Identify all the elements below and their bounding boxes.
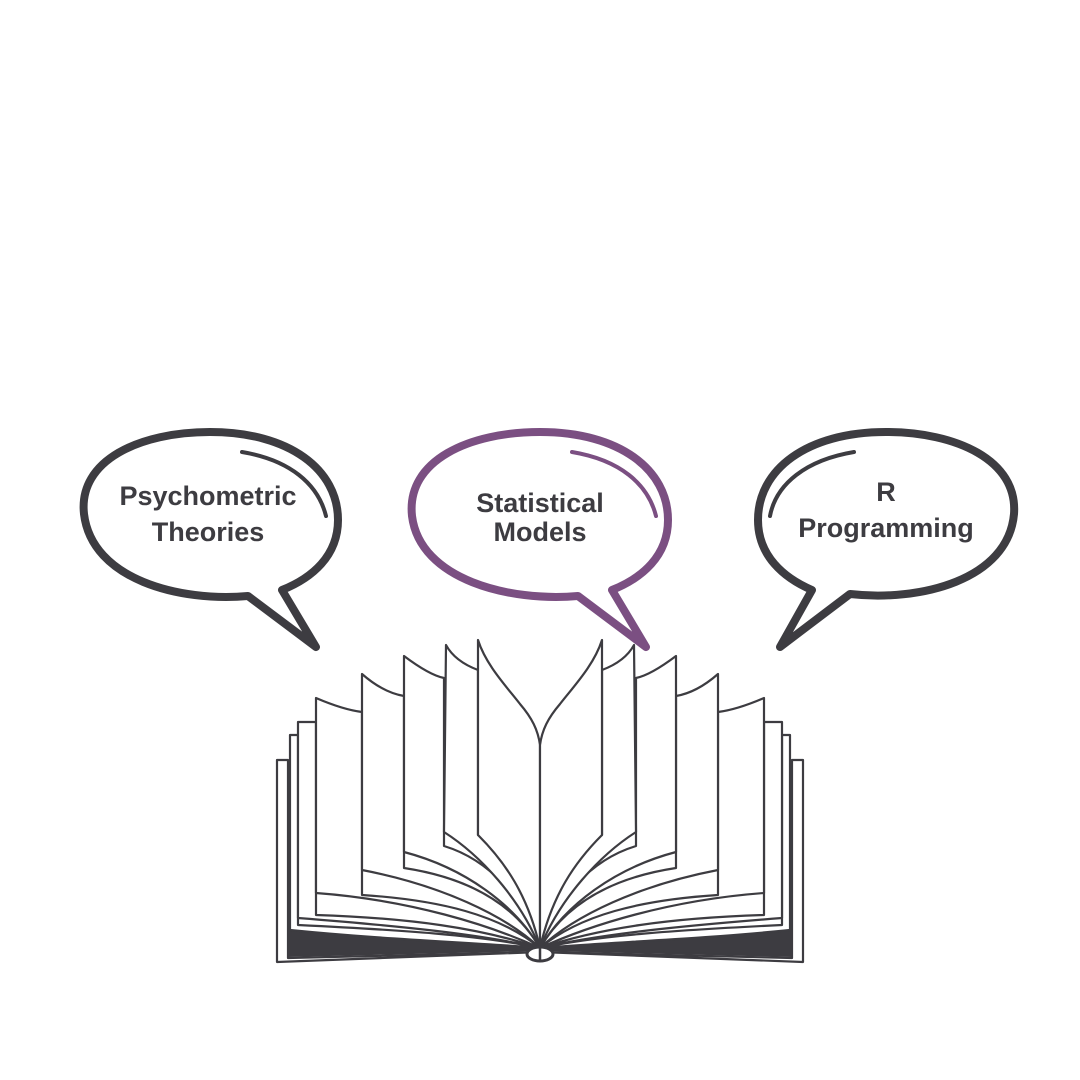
book-cover-left bbox=[275, 758, 542, 964]
bubble-shine-icon bbox=[240, 450, 328, 518]
book-page-left-7 bbox=[476, 638, 542, 950]
speech-bubble-outline-icon bbox=[407, 428, 672, 651]
bubble-label-line-1: R bbox=[876, 477, 896, 507]
speech-bubble-statistical-models: Statistical Models bbox=[407, 428, 672, 651]
speech-bubble-outline-icon bbox=[79, 428, 342, 651]
bubble-label-line-2: Theories bbox=[152, 517, 265, 547]
bubble-label-line-2: Models bbox=[493, 517, 586, 547]
book-page-left-3 bbox=[314, 696, 542, 950]
bubble-label-line-2: Programming bbox=[798, 513, 974, 543]
bubble-shine-icon bbox=[768, 450, 856, 518]
speech-bubble-r-programming: R Programming bbox=[754, 428, 1019, 651]
bubble-label-line-1: Psychometric bbox=[119, 481, 296, 511]
bubble-label-line-1: Statistical bbox=[476, 488, 604, 518]
speech-bubble-outline-icon bbox=[754, 428, 1019, 651]
open-book-icon bbox=[275, 638, 805, 964]
bubble-shine-icon bbox=[570, 450, 658, 518]
book-page-right-3 bbox=[538, 696, 766, 950]
speech-bubble-psychometric-theories: Psychometric Theories bbox=[79, 428, 342, 651]
book-cover-right bbox=[538, 758, 805, 964]
book-page-right-7 bbox=[538, 638, 604, 950]
